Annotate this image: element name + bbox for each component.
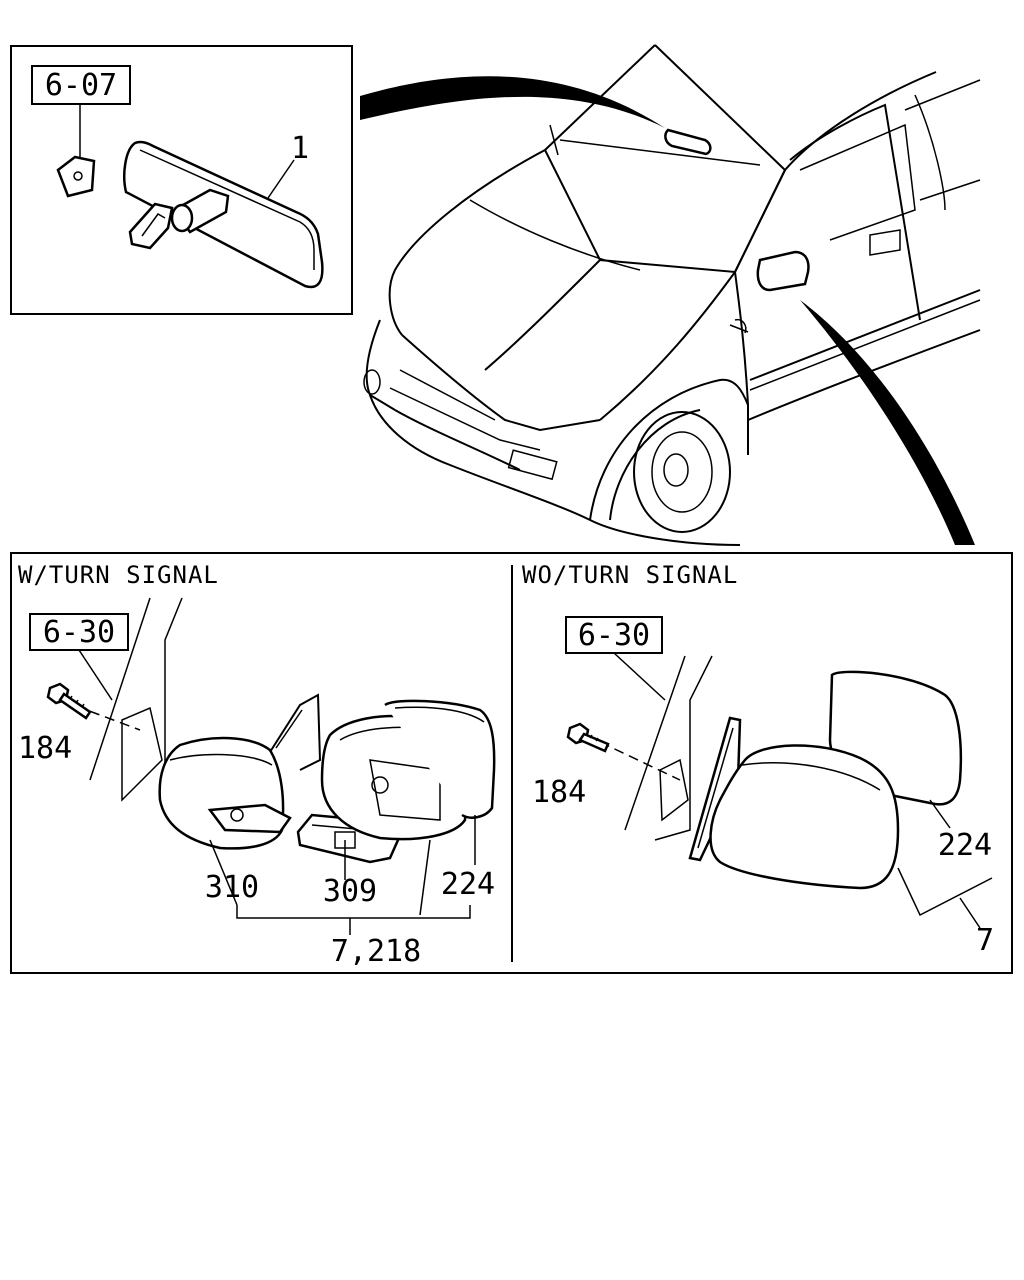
label-184-right: 184: [532, 775, 586, 810]
label-310: 310: [205, 870, 259, 905]
car-interior-mirror-icon: [664, 128, 712, 156]
panel-without-turn-signal: WO/TURN SIGNAL 6-30 184 224 7: [522, 561, 994, 958]
front-wheel-icon: [633, 411, 731, 533]
title-without-turn-signal: WO/TURN SIGNAL: [522, 561, 738, 589]
mirror-mount-icon: [56, 155, 96, 198]
mirror-housing-right: [709, 744, 900, 890]
bottom-panel-frame: [10, 552, 1013, 974]
label-224-left: 224: [441, 867, 495, 902]
part-number-1: 1: [291, 131, 309, 166]
bolt-184-right-icon: [566, 722, 610, 753]
ref-label-6-30-left: 6-30: [43, 615, 115, 650]
bolt-184-left-icon: [46, 682, 92, 720]
title-with-turn-signal: W/TURN SIGNAL: [18, 561, 219, 589]
panel-with-turn-signal: W/TURN SIGNAL 6-30 184: [18, 561, 496, 969]
label-7: 7: [976, 923, 994, 958]
vehicle-outline: [363, 44, 981, 546]
ref-label-6-30-right: 6-30: [578, 618, 650, 653]
ref-label-6-07: 6-07: [45, 68, 117, 103]
label-309: 309: [323, 874, 377, 909]
mirror-bracket: [128, 202, 174, 250]
pointer-arc-side: [800, 300, 975, 545]
ref-box-6-30-right[interactable]: [565, 616, 663, 654]
inset-frame: [10, 45, 353, 315]
pointer-arc-top: [360, 76, 665, 128]
label-group-7-218: 7,218: [331, 934, 421, 969]
label-224-right: 224: [938, 828, 992, 863]
ref-box-6-07[interactable]: [31, 65, 131, 105]
inset-rear-view-mirror: 6-07 1: [10, 45, 353, 315]
car-side-mirror-icon: [756, 250, 810, 292]
mirror-glass-224-left: [384, 699, 496, 819]
label-184-left: 184: [18, 731, 72, 766]
